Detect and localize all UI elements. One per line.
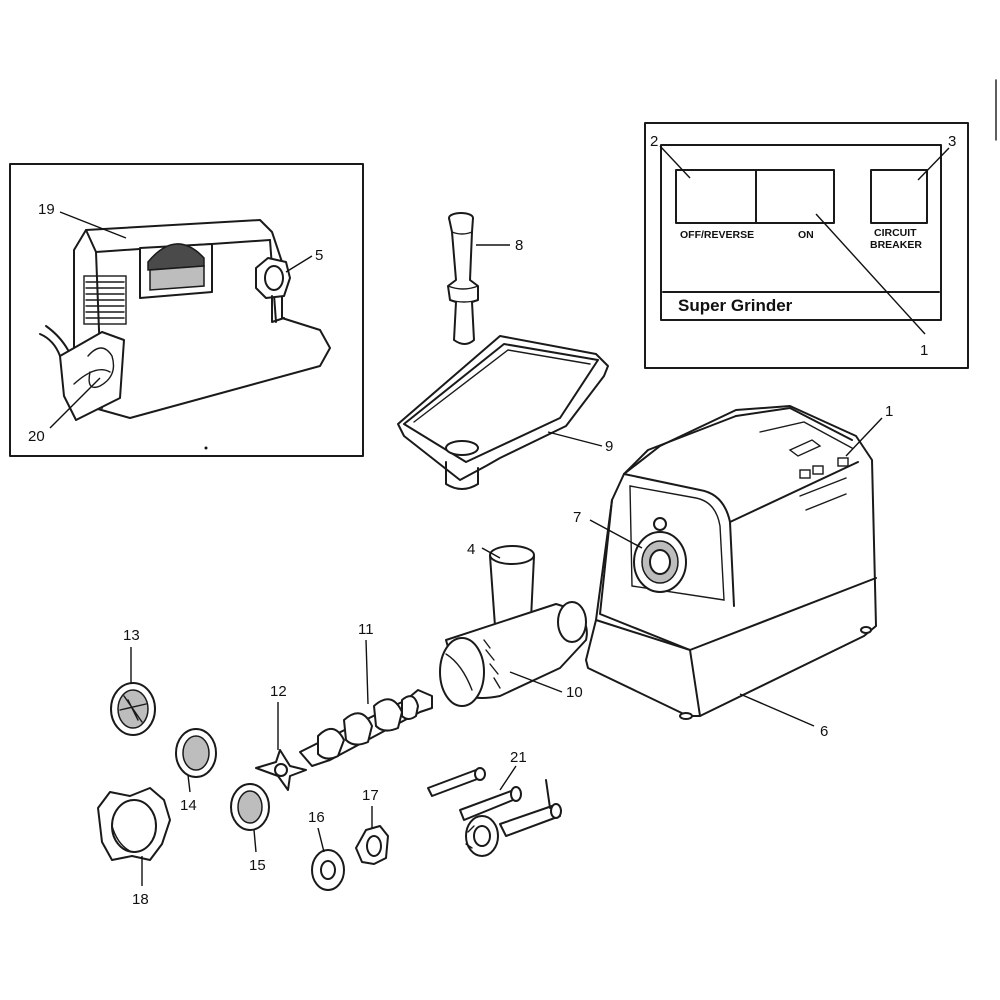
sausage-spacer: 16 — [308, 809, 345, 891]
leader-11 — [365, 639, 369, 705]
callout-8: 8 — [515, 237, 523, 254]
leader-2 — [659, 145, 691, 179]
callout-18: 18 — [132, 891, 149, 908]
leader-6 — [739, 693, 815, 727]
callout-1-main: 1 — [885, 403, 893, 420]
leader-14 — [187, 774, 191, 793]
body-switch-3 — [837, 457, 849, 467]
callout-21: 21 — [510, 749, 527, 766]
brand-label: Super Grinder — [678, 296, 793, 315]
leader-20 — [49, 377, 101, 429]
body-switch-1 — [799, 469, 811, 479]
leader-9 — [547, 431, 603, 447]
callout-2: 2 — [650, 133, 658, 150]
callout-10: 10 — [566, 684, 583, 701]
grinding-plate-fine: 13 — [110, 627, 156, 736]
ring-nut: 18 — [97, 787, 171, 908]
sausage-star-plate: 17 — [355, 787, 389, 865]
fan-grille — [149, 265, 205, 291]
cord-storage-door — [39, 325, 125, 421]
inset-frame — [9, 163, 364, 457]
callout-16: 16 — [308, 809, 325, 826]
callout-20: 20 — [28, 428, 45, 445]
grinder-head: 4 10 — [439, 541, 588, 707]
tray-throat-opening — [445, 440, 479, 456]
head-coupling — [557, 601, 587, 643]
food-tray: 9 — [397, 335, 613, 490]
control-panel-detail: OFF/REVERSE ON CIRCUIT BREAKER Super Gri… — [644, 122, 969, 369]
callout-6: 6 — [820, 723, 828, 740]
off-reverse-button — [675, 169, 757, 224]
callout-19: 19 — [38, 201, 55, 218]
head-outlet — [439, 637, 485, 707]
leader-15 — [253, 829, 257, 853]
auger-screw: 11 — [299, 621, 433, 767]
grinding-plate-coarse: 15 — [230, 783, 270, 874]
callout-5: 5 — [315, 247, 323, 264]
fan-motor-top — [147, 243, 205, 271]
leader-5 — [285, 255, 313, 273]
callout-15: 15 — [249, 857, 266, 874]
panel-face — [660, 144, 942, 321]
callout-11: 11 — [358, 621, 374, 638]
callout-7: 7 — [573, 509, 581, 526]
circuit-breaker-label-1: CIRCUIT — [874, 227, 917, 239]
on-button — [755, 169, 835, 224]
off-reverse-label: OFF/REVERSE — [680, 229, 754, 241]
leader-3 — [917, 147, 950, 181]
callout-4: 4 — [467, 541, 475, 558]
circuit-breaker-button — [870, 169, 928, 224]
panel-outer-frame — [644, 122, 969, 369]
leader-16 — [317, 827, 325, 853]
callout-13: 13 — [123, 627, 140, 644]
sausage-stuffing-tubes: 21 — [427, 749, 562, 857]
food-pusher: 8 — [447, 212, 523, 345]
callout-17: 17 — [362, 787, 379, 804]
callout-9: 9 — [605, 438, 613, 455]
circuit-breaker-label-2: BREAKER — [870, 239, 922, 251]
leader-10 — [509, 671, 563, 693]
leader-7 — [589, 519, 643, 549]
leader-19 — [59, 211, 127, 239]
grinding-plate-medium: 14 — [175, 728, 217, 814]
callout-1-panel: 1 — [920, 342, 928, 359]
leader-21 — [499, 765, 517, 791]
grinder-rear-body — [39, 219, 331, 450]
cutting-blade: 12 — [255, 683, 307, 791]
locking-knob-rear — [255, 257, 291, 323]
leader-1-panel — [815, 213, 926, 335]
body-switch-2 — [812, 465, 824, 475]
leader-1-main — [845, 417, 883, 457]
body-screw — [653, 517, 667, 531]
rear-view-inset: 19 5 20 — [9, 163, 364, 457]
on-label: ON — [798, 229, 814, 241]
grinder-main-body: 1 7 6 — [573, 403, 893, 740]
callout-14: 14 — [180, 797, 197, 814]
rear-vent-grille — [83, 275, 127, 325]
callout-12: 12 — [270, 683, 287, 700]
leader-4 — [481, 547, 501, 559]
callout-3: 3 — [948, 133, 956, 150]
